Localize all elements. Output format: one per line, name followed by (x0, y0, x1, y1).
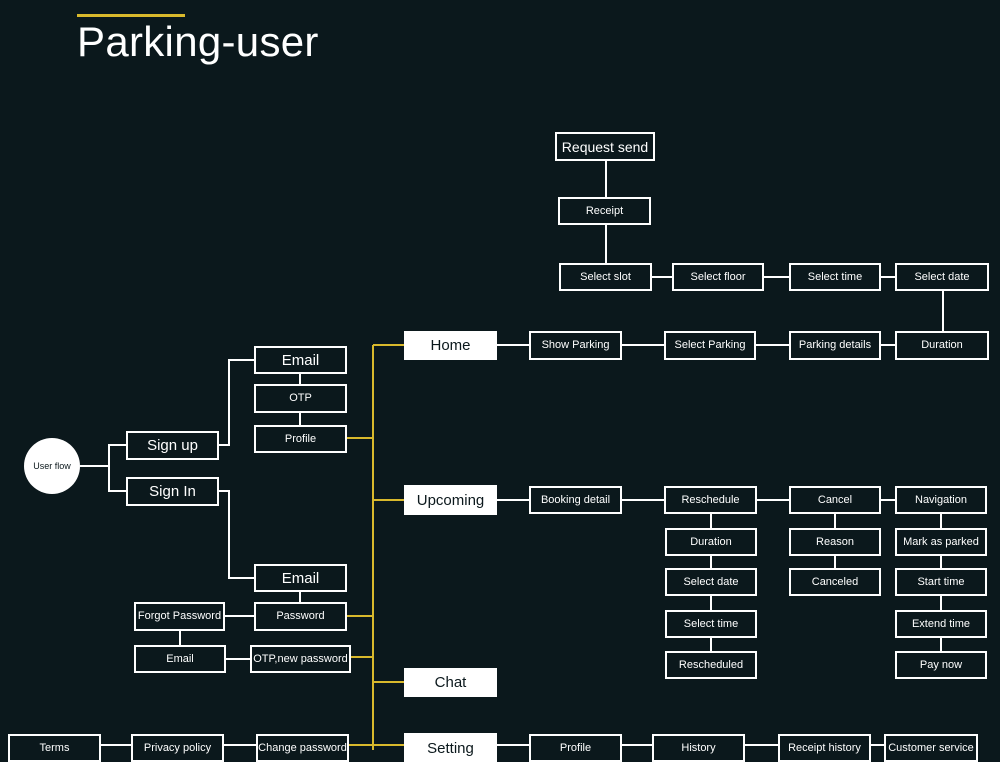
select-parking-node: Select Parking (664, 331, 756, 360)
show-parking-node: Show Parking (529, 331, 622, 360)
connector-signin-email (219, 490, 254, 579)
home-select-time-node: Select time (789, 263, 881, 291)
customer-service-node: Customer service (884, 734, 978, 762)
forgot-password-node: Forgot Password (134, 602, 225, 631)
setting-node: Setting (404, 733, 497, 762)
home-duration-node: Duration (895, 331, 989, 360)
request-send-node: Request send (555, 132, 655, 161)
reschedule-select-date-node: Select date (665, 568, 757, 596)
select-floor-node: Select floor (672, 263, 764, 291)
reschedule-select-time-node: Select time (665, 610, 757, 638)
receipt-history-node: Receipt history (778, 734, 871, 762)
privacy-policy-node: Privacy policy (131, 734, 224, 762)
connector-signup-email (219, 359, 254, 446)
page-title: Parking-user (77, 18, 319, 65)
booking-detail-node: Booking detail (529, 486, 622, 514)
signin-password-node: Password (254, 602, 347, 631)
forgot-email-node: Email (134, 645, 226, 673)
cancel-node: Cancel (789, 486, 881, 514)
terms-node: Terms (8, 734, 101, 762)
rescheduled-node: Rescheduled (665, 651, 757, 679)
home-select-date-node: Select date (895, 263, 989, 291)
mark-as-parked-node: Mark as parked (895, 528, 987, 556)
signup-profile-node: Profile (254, 425, 347, 453)
title-accent-bar (77, 14, 185, 17)
reschedule-node: Reschedule (664, 486, 757, 514)
receipt-node: Receipt (558, 197, 651, 225)
reason-node: Reason (789, 528, 881, 556)
otp-new-password-node: OTP,new password (250, 645, 351, 673)
signup-email-node: Email (254, 346, 347, 374)
reschedule-duration-node: Duration (665, 528, 757, 556)
start-time-node: Start time (895, 568, 987, 596)
sign-in-node: Sign In (126, 477, 219, 506)
change-password-node: Change password (256, 734, 349, 762)
upcoming-node: Upcoming (404, 485, 497, 515)
navigation-node: Navigation (895, 486, 987, 514)
connector-userflow-signup (80, 444, 126, 467)
user-flow-node: User flow (24, 438, 80, 494)
parking-details-node: Parking details (789, 331, 881, 360)
white-connectors (80, 161, 944, 746)
signin-email-node: Email (254, 564, 347, 592)
home-node: Home (404, 331, 497, 360)
signup-otp-node: OTP (254, 384, 347, 413)
extend-time-node: Extend time (895, 610, 987, 638)
pay-now-node: Pay now (895, 651, 987, 679)
setting-profile-node: Profile (529, 734, 622, 762)
sign-up-node: Sign up (126, 431, 219, 460)
select-slot-node: Select slot (559, 263, 652, 291)
canceled-node: Canceled (789, 568, 881, 596)
accent-connectors (347, 344, 404, 750)
chat-node: Chat (404, 668, 497, 697)
connector-userflow-signin (108, 466, 126, 492)
history-node: History (652, 734, 745, 762)
